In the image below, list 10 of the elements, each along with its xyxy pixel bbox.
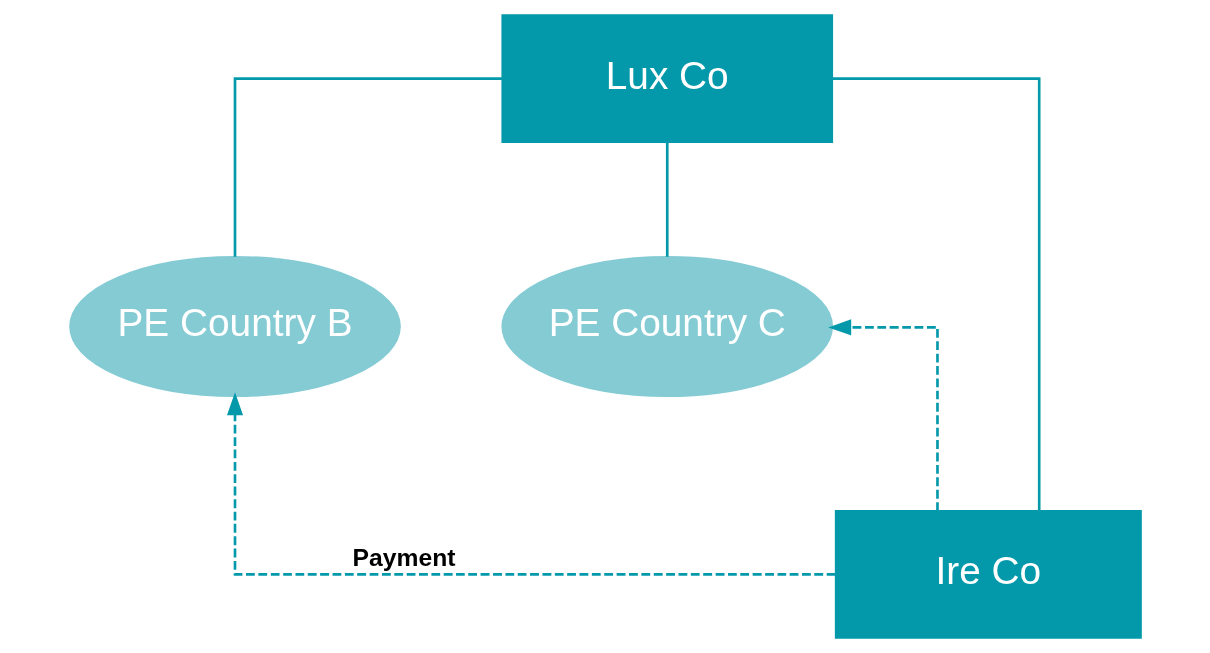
connector bbox=[832, 77, 1041, 511]
node-ellipse: PE Country C bbox=[500, 255, 833, 398]
arrow bbox=[226, 392, 835, 576]
arrow bbox=[827, 319, 939, 511]
connector bbox=[665, 142, 669, 257]
node-box: Ire Co bbox=[834, 510, 1142, 639]
node-ellipse: PE Country B bbox=[68, 255, 401, 398]
edge-label: Payment bbox=[352, 543, 456, 571]
node-box: Lux Co bbox=[500, 14, 833, 143]
connector bbox=[233, 77, 502, 257]
